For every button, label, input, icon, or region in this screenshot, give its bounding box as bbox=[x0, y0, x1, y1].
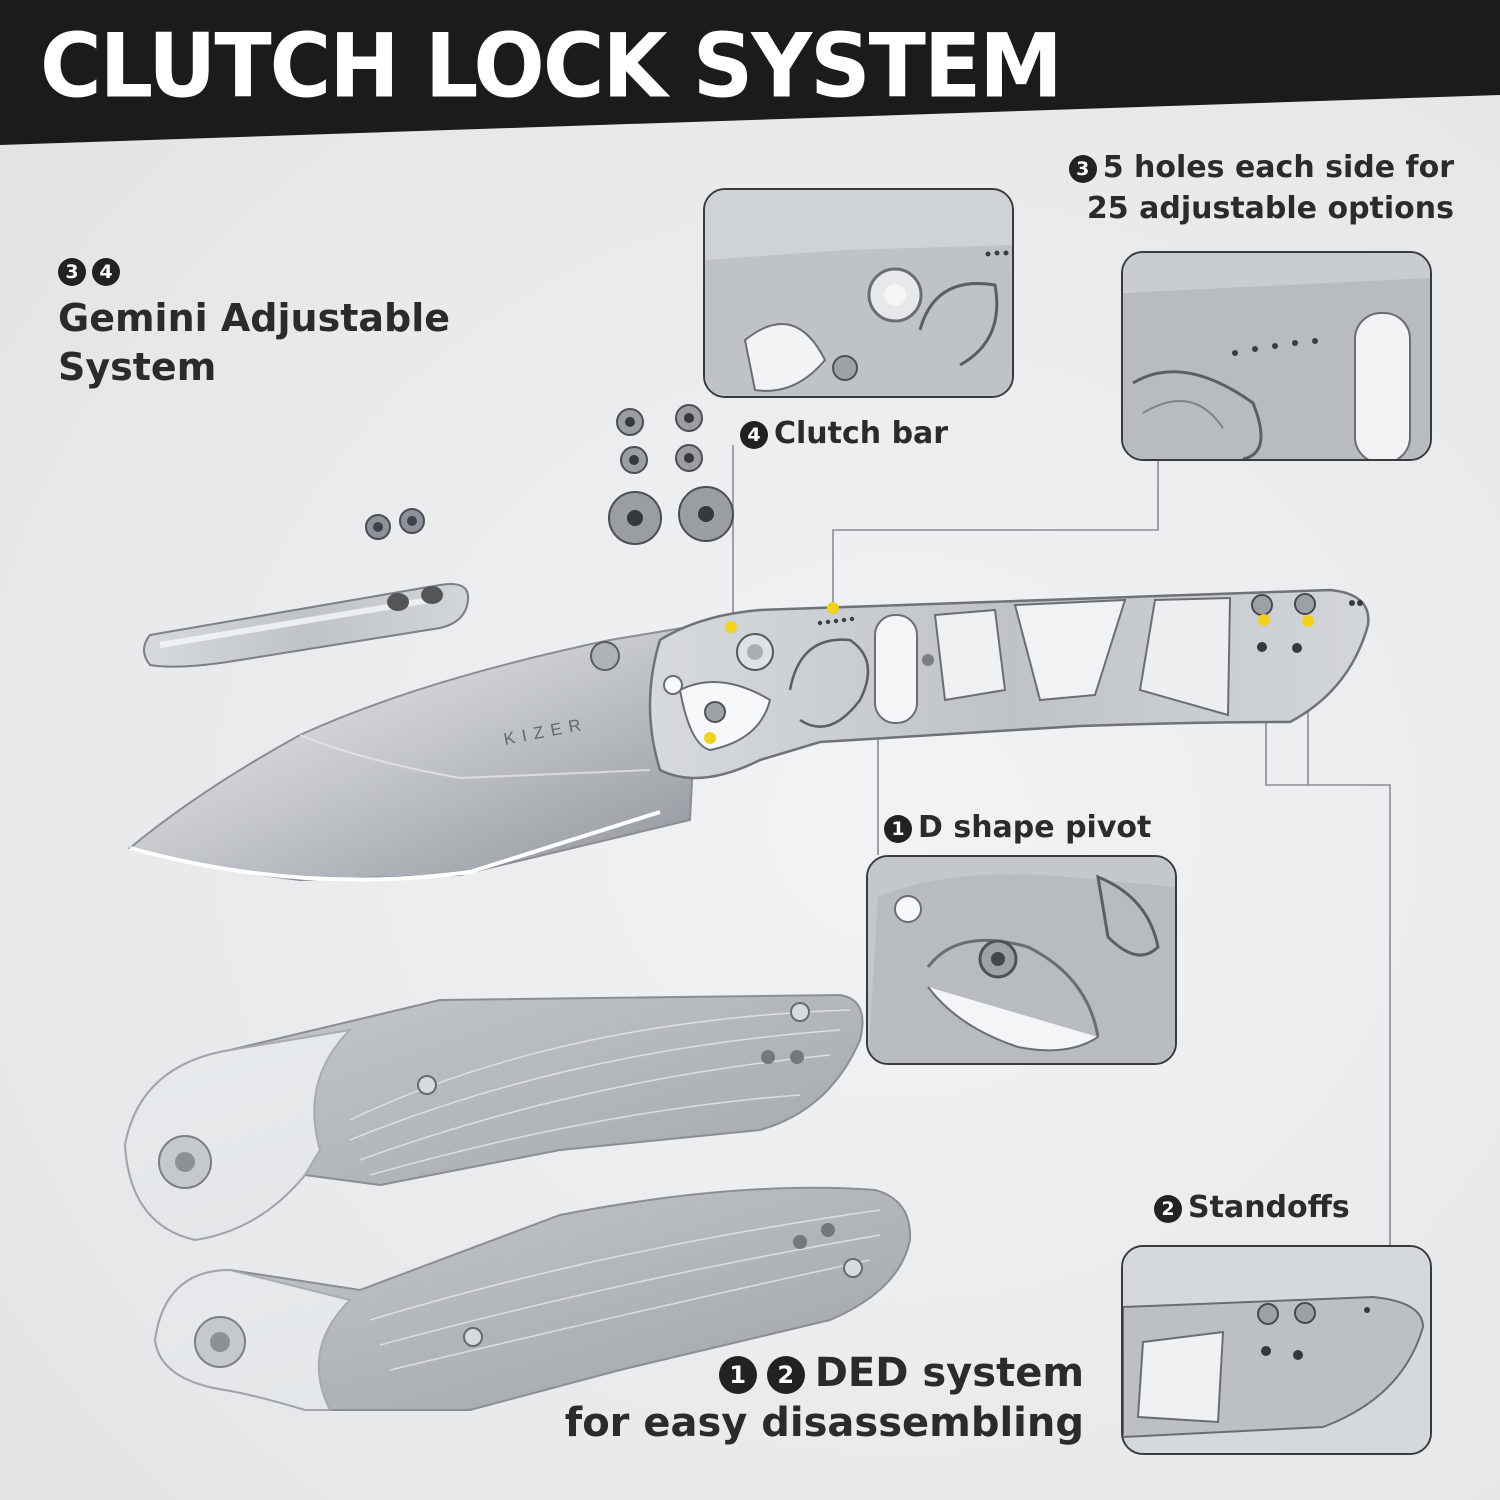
standoffs-closeup bbox=[1123, 1247, 1430, 1453]
pocket-clip bbox=[143, 508, 470, 668]
ded-badge-2: 2 bbox=[766, 1356, 805, 1394]
ded-badge-1: 1 bbox=[718, 1356, 757, 1394]
ded-line2: for easy disassembling bbox=[564, 1400, 1084, 1446]
pivot-text: D shape pivot bbox=[918, 810, 1152, 845]
clutch-bar-closeup bbox=[705, 190, 1012, 396]
inset-clutch-bar bbox=[703, 188, 1014, 398]
gemini-line2: System bbox=[58, 345, 217, 390]
holes-line2: 25 adjustable options bbox=[1086, 190, 1454, 226]
blade bbox=[127, 623, 702, 882]
handle-scale-lower bbox=[153, 1186, 912, 1411]
holes-line1: 5 holes each side for bbox=[1102, 150, 1454, 185]
handle-scale-upper bbox=[123, 993, 864, 1242]
inset-d-shape-pivot bbox=[866, 855, 1177, 1065]
gemini-badge-3: 3 bbox=[58, 258, 86, 286]
page-title: CLUTCH LOCK SYSTEM bbox=[40, 14, 1063, 118]
title-banner bbox=[0, 0, 1500, 145]
standoffs-badge: 2 bbox=[1154, 1194, 1182, 1223]
gemini-badge-4: 4 bbox=[92, 258, 120, 286]
pivot-closeup bbox=[868, 857, 1175, 1063]
standoffs-text: Standoffs bbox=[1188, 1190, 1350, 1225]
ded-line1: DED system bbox=[814, 1350, 1084, 1396]
pivot-badge: 1 bbox=[884, 814, 912, 843]
holes-badge: 3 bbox=[1068, 154, 1097, 183]
inset-adjustable-holes bbox=[1121, 251, 1432, 461]
gemini-line1: Gemini Adjustable bbox=[58, 296, 451, 340]
inset-standoffs bbox=[1121, 1245, 1432, 1455]
callout-dots bbox=[704, 602, 1314, 744]
clutch-text: Clutch bar bbox=[774, 416, 949, 451]
clutch-badge: 4 bbox=[740, 420, 768, 449]
handle-frame bbox=[648, 588, 1370, 780]
holes-closeup bbox=[1123, 253, 1430, 459]
